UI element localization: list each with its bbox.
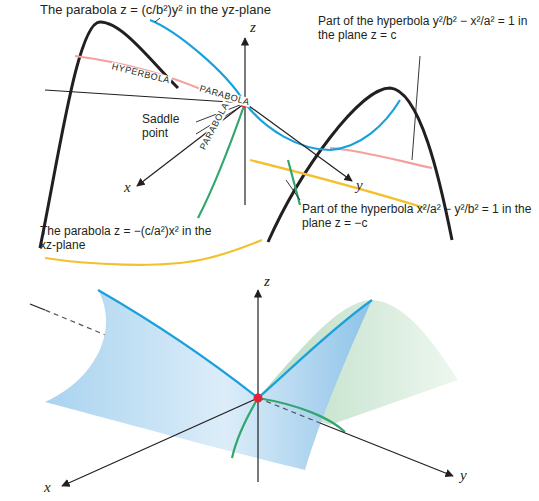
y-axis: [320, 423, 453, 476]
curve-name: PARABOLA: [198, 100, 231, 152]
hyperbola-curve: [250, 160, 425, 208]
axis-label: y: [460, 466, 474, 484]
leader-line: [286, 180, 300, 200]
axis-label: x: [44, 478, 58, 496]
curve-caption: The parabola z = (c/b²)y² in the yz-plan…: [40, 2, 360, 18]
curve-name: HYPERBOLA: [110, 62, 172, 86]
saddle-surface: [45, 290, 372, 470]
x-axis: [137, 103, 245, 186]
axis-line: [30, 304, 45, 310]
axis-label: z: [264, 272, 278, 290]
z-axis: [257, 290, 258, 482]
leader-line: [155, 18, 160, 22]
parabola-curve: [288, 160, 300, 205]
x-axis: [62, 398, 258, 486]
curve-caption: Part of the hyperbola x²/a² − y²/b² = 1 …: [302, 202, 532, 231]
axis-line: [258, 398, 320, 423]
saddle-point-dot: [254, 394, 263, 403]
parabola-curve: [98, 290, 372, 398]
axis-label: y: [356, 176, 370, 194]
z-axis: [244, 38, 245, 205]
curve-caption: Part of the hyperbola y²/b² − x²/a² = 1 …: [318, 14, 534, 43]
axis-label: z: [250, 18, 264, 36]
leader-line: [412, 56, 420, 160]
parabola-curve: [232, 398, 258, 458]
axis-label: x: [124, 178, 138, 196]
parabola-curve: [258, 398, 345, 432]
point-label: Saddle point: [142, 112, 194, 141]
hyperbola-curve: [75, 56, 212, 94]
y-axis: [245, 103, 352, 181]
curve-caption: The parabola z = −(c/a²)x² in the xz-pla…: [40, 224, 230, 253]
hyperbola-curve: [330, 148, 432, 168]
